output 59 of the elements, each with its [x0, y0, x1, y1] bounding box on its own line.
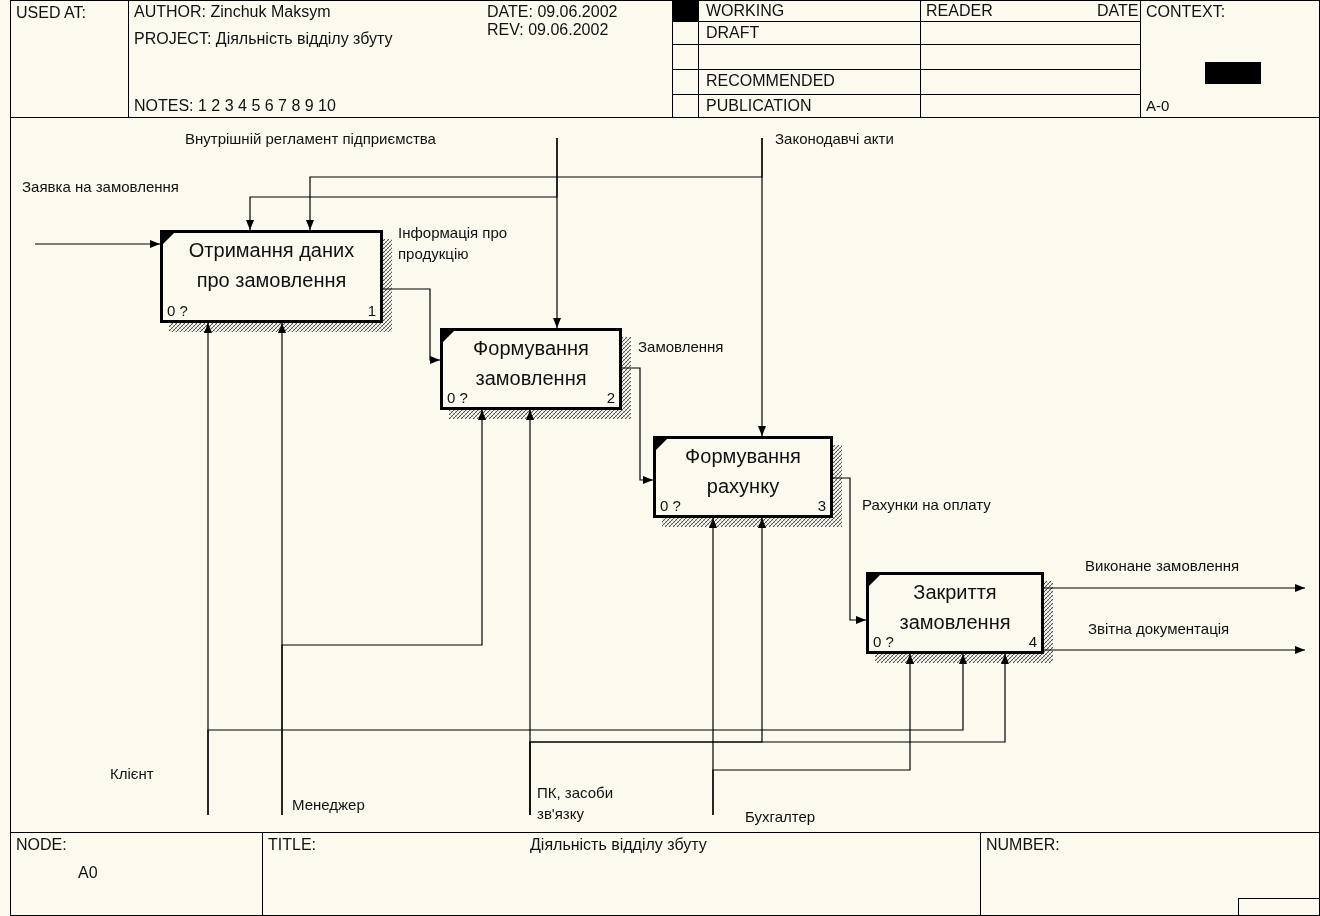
- process-name: Отримання даних про замовлення: [187, 238, 356, 293]
- form-field-text: AUTHOR: Zinchuk Maksym: [134, 3, 331, 21]
- form-field-text: WORKING: [706, 2, 785, 20]
- box-number: 2: [606, 389, 615, 406]
- edge-label: Інформація про продукцію: [398, 223, 509, 264]
- form-field-text: CONTEXT:: [1146, 3, 1226, 21]
- process-box: [440, 328, 622, 410]
- edge-label: Внутрішній регламент підприємства: [185, 129, 436, 149]
- form-field-text: DATE: [1097, 2, 1139, 20]
- arrow: [553, 137, 561, 329]
- edge-label: Заявка на замовлення: [22, 177, 179, 197]
- arrow: [1043, 646, 1306, 654]
- form-field-text: DATE: 09.06.2002: [487, 3, 618, 21]
- edge-label: Бухгалтер: [745, 807, 816, 827]
- arrow: [281, 409, 486, 816]
- edge-label: Менеджер: [292, 795, 365, 815]
- form-field-text: NOTES: 1 2 3 4 5 6 7 8 9 10: [134, 97, 336, 115]
- form-field-text: RECOMMENDED: [706, 72, 835, 90]
- box-number: 1: [367, 302, 376, 319]
- form-field-text: DRAFT: [706, 24, 760, 42]
- cost-mark: 0 ?: [447, 389, 468, 406]
- box-number: 4: [1028, 633, 1037, 650]
- cost-mark: 0 ?: [873, 633, 894, 650]
- edge-label: Замовлення: [638, 337, 724, 357]
- edge-label: Виконане замовлення: [1085, 556, 1240, 576]
- process-name: Закриття замовлення: [898, 580, 1012, 635]
- arrow: [1043, 584, 1306, 592]
- form-field-text: NUMBER:: [986, 836, 1060, 854]
- process-box: [653, 436, 833, 518]
- process-box: [160, 230, 383, 323]
- box-number: 3: [817, 497, 826, 514]
- form-field-text: A-0: [1146, 97, 1170, 115]
- edge-label: Клієнт: [110, 764, 154, 784]
- arrow: [529, 653, 1009, 816]
- arrow: [621, 367, 654, 484]
- arrow: [34, 240, 161, 248]
- form-field-text: PROJECT: Діяльність відділу збуту: [134, 29, 394, 49]
- edge-label: Звітна документація: [1088, 619, 1230, 639]
- form-field-text: NODE:: [16, 836, 67, 854]
- form-field-text: USED AT:: [16, 4, 86, 22]
- arrow: [207, 653, 967, 816]
- arrow: [758, 137, 766, 437]
- edge-label: ПК, засоби зв'язку: [537, 783, 615, 824]
- form-field-text: PUBLICATION: [706, 97, 812, 115]
- process-name: Формування рахунку: [684, 444, 802, 499]
- arrow: [382, 288, 441, 364]
- cost-mark: 0 ?: [660, 497, 681, 514]
- form-field-text: A0: [78, 864, 98, 882]
- cost-mark: 0 ?: [167, 302, 188, 319]
- form-field-text: READER: [926, 2, 993, 20]
- form-field-text: TITLE:: [268, 836, 316, 854]
- arrow: [832, 477, 867, 624]
- process-box: [866, 572, 1044, 654]
- process-name: Формування замовлення: [472, 336, 590, 391]
- edge-label: Законодавчі акти: [775, 129, 894, 149]
- form-field-text: REV: 09.06.2002: [487, 21, 609, 39]
- edge-label: Рахунки на оплату: [862, 495, 991, 515]
- form-field-text: Діяльність відділу збуту: [530, 836, 707, 854]
- arrow: [712, 653, 914, 816]
